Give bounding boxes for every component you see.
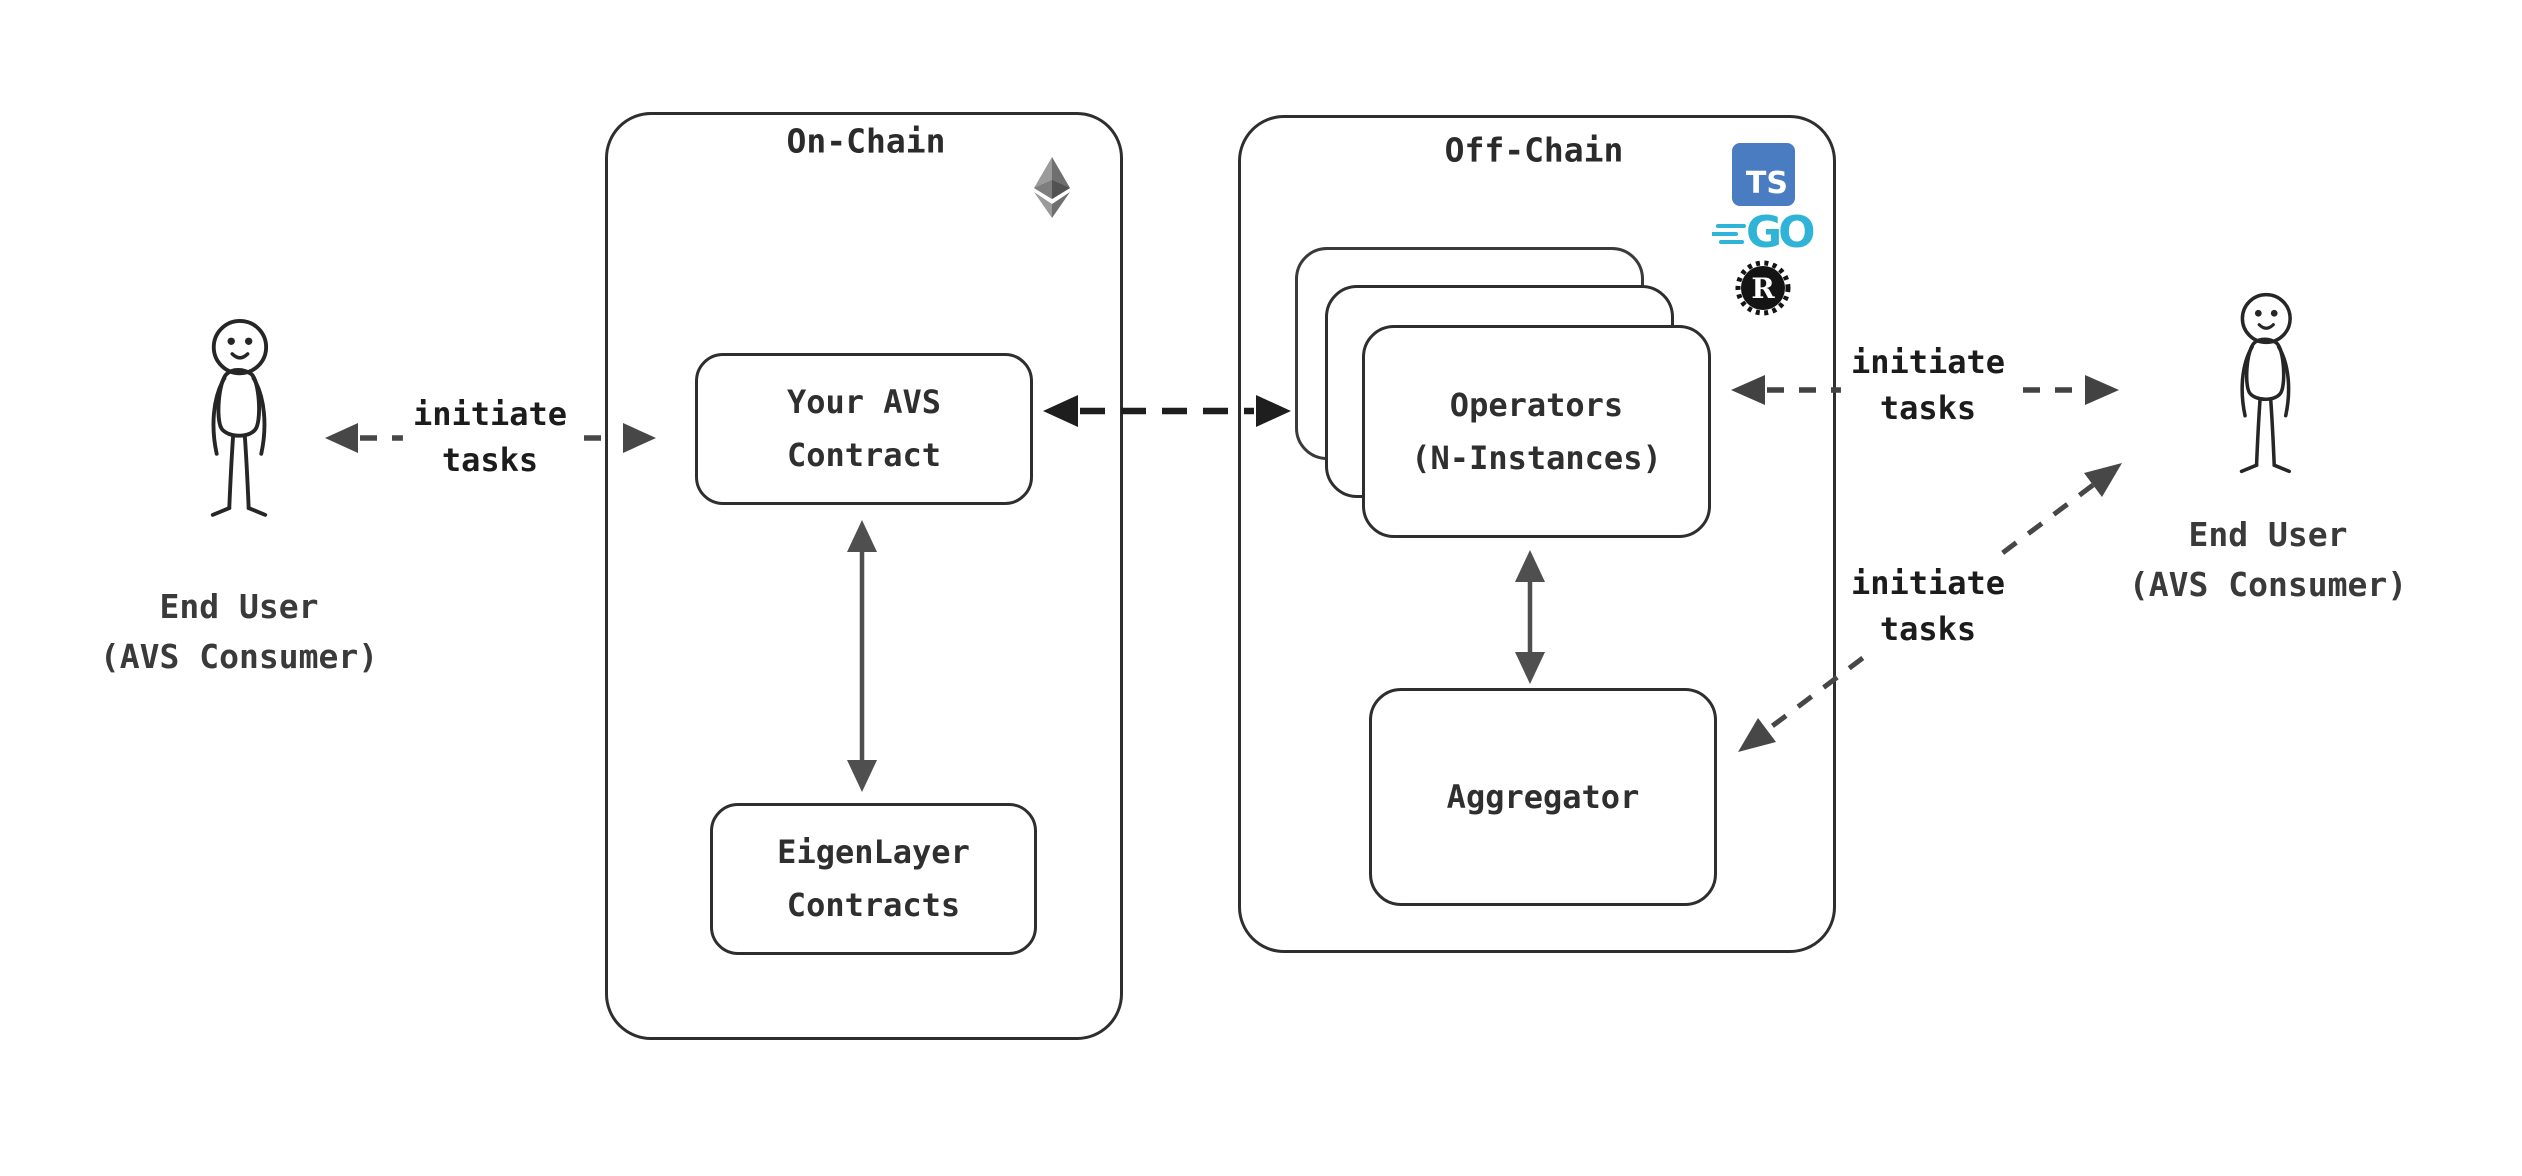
rust-logo: R: [1735, 260, 1791, 316]
end-user-right-person-icon: [2239, 292, 2292, 474]
go-logo-text: GO: [1746, 207, 1816, 258]
label-initiate-top-right-line2: tasks: [1879, 389, 1977, 427]
ethereum-icon: [1034, 157, 1070, 218]
end-user-left-person-icon: [210, 318, 269, 517]
avs-contract-box: Your AVS Contract: [695, 353, 1033, 505]
eigenlayer-label-line2: Contracts: [786, 886, 961, 924]
typescript-logo-text: TS: [1745, 166, 1788, 201]
eigenlayer-label-line1: EigenLayer: [777, 833, 970, 871]
end-user-right-label-line2: (AVS Consumer): [2128, 565, 2408, 604]
avs-contract-label-line1: Your AVS: [786, 383, 942, 421]
aggregator-label: Aggregator: [1446, 777, 1640, 816]
end-user-left-label-line2: (AVS Consumer): [99, 637, 379, 676]
on-chain-title: On-Chain: [786, 121, 946, 161]
operators-box-front: Operators (N-Instances): [1362, 325, 1711, 538]
label-initiate-left: initiate tasks: [402, 389, 578, 485]
end-user-right-label-line1: End User: [2188, 515, 2348, 554]
label-initiate-bottom-right-line1: initiate: [1850, 564, 2006, 602]
operators-label-line1: Operators: [1449, 385, 1624, 424]
go-logo: GO: [1712, 207, 1816, 258]
label-initiate-left-line1: initiate: [412, 395, 568, 433]
aggregator-box: Aggregator: [1369, 688, 1717, 906]
typescript-logo: TS: [1732, 143, 1795, 206]
label-initiate-top-right: initiate tasks: [1840, 337, 2016, 433]
label-initiate-top-right-line1: initiate: [1850, 343, 2006, 381]
end-user-left-label: End User (AVS Consumer): [100, 582, 378, 682]
avs-contract-label-line2: Contract: [786, 436, 942, 474]
end-user-left-label-line1: End User: [159, 587, 319, 626]
go-speed-lines-icon: [1712, 224, 1746, 244]
operators-label-line2: (N-Instances): [1411, 438, 1662, 477]
label-initiate-bottom-right-line2: tasks: [1879, 610, 1977, 648]
rust-logo-letter: R: [1751, 272, 1775, 305]
label-initiate-bottom-right: initiate tasks: [1840, 558, 2016, 654]
off-chain-title: Off-Chain: [1444, 130, 1624, 170]
end-user-right-label: End User (AVS Consumer): [2129, 510, 2407, 610]
label-initiate-left-line2: tasks: [441, 441, 539, 479]
eigenlayer-contracts-box: EigenLayer Contracts: [710, 803, 1037, 955]
